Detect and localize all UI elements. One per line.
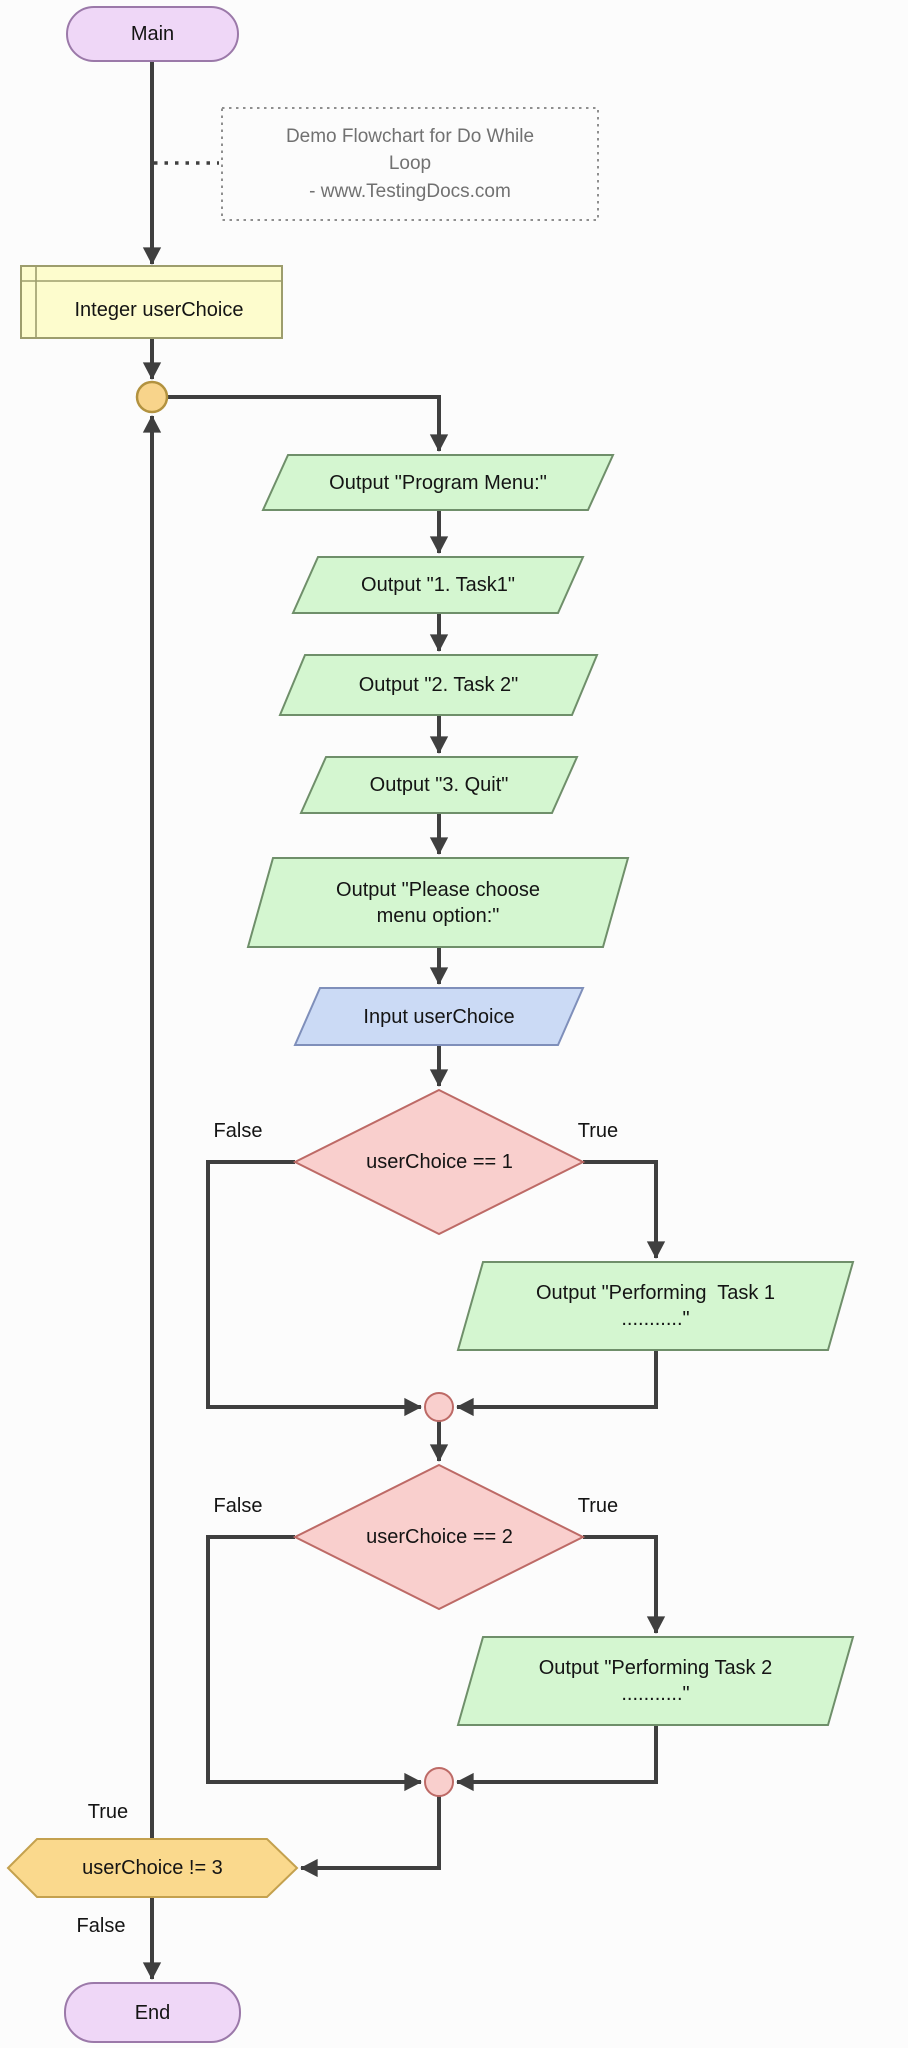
output-quit-node <box>299 756 579 814</box>
start-node <box>66 6 239 62</box>
loop-start-connector <box>135 380 169 414</box>
edge-merge2-to-loopcond <box>300 1796 441 1878</box>
merge1-connector <box>424 1392 454 1422</box>
edge-perform1-to-merge1 <box>456 1350 658 1417</box>
edge-decision1-false <box>206 1160 422 1417</box>
edge-decision2-false <box>206 1535 422 1792</box>
end-node <box>64 1982 241 2043</box>
perform-task2-node <box>456 1636 855 1726</box>
output-task1-item-node <box>291 556 585 614</box>
edge-perform2-to-merge2 <box>456 1725 658 1792</box>
output-menu-node <box>261 454 615 511</box>
perform-task1-node <box>456 1261 855 1351</box>
declare-node-inner-lines <box>21 266 282 338</box>
edge-decision1-true <box>583 1160 666 1259</box>
output-choose-node <box>246 857 630 948</box>
edges <box>142 61 666 1980</box>
input-node <box>293 987 585 1046</box>
comment-box <box>221 107 599 221</box>
edge-decision2-true <box>583 1535 666 1634</box>
declare-node <box>20 265 283 339</box>
decision2-node <box>292 1463 586 1611</box>
decision1-node <box>292 1088 586 1236</box>
edge-loopstart-to-output-menu <box>167 395 449 452</box>
loop-condition-node <box>6 1838 299 1898</box>
output-task2-item-node <box>278 654 599 716</box>
merge2-connector <box>424 1767 454 1797</box>
